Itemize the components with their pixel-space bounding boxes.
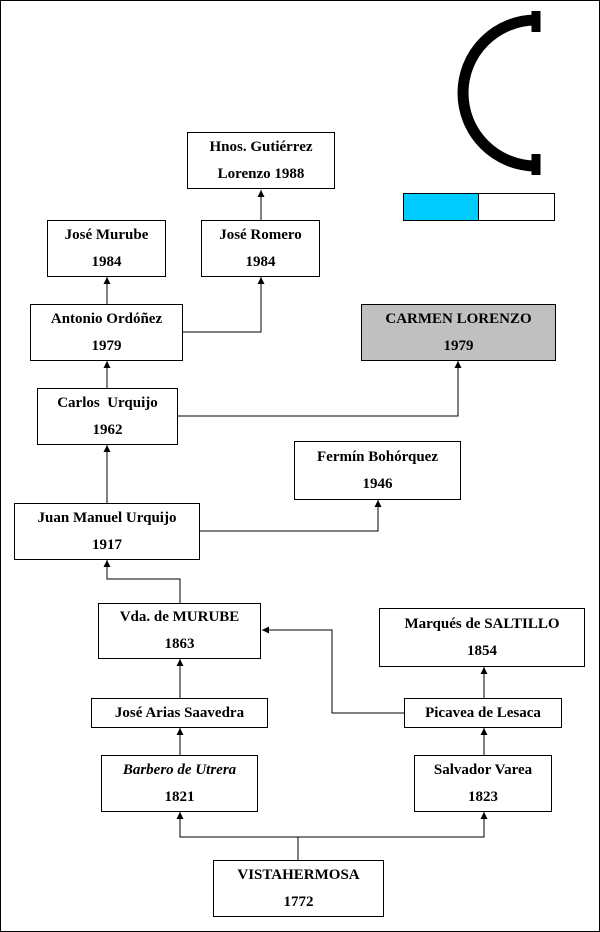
flag-stripe-blue (404, 194, 479, 220)
node-year: 1962 (92, 421, 123, 438)
node-jose-arias-saavedra: José Arias Saavedra (91, 698, 268, 728)
node-name: Carlos Urquijo (57, 394, 158, 411)
node-year: 1984 (91, 253, 122, 270)
node-salvador-varea: Salvador Varea 1823 (414, 755, 552, 812)
node-name: Fermín Bohórquez (317, 448, 438, 465)
edge-antonio-romero (182, 277, 265, 333)
node-barbero-utrera: Barbero de Utrera 1821 (101, 755, 258, 812)
brand-c-logo (457, 11, 541, 175)
node-name: Marqués de SALTILLO (404, 615, 560, 632)
brand-stripe-flag (403, 193, 555, 221)
node-juan-manuel-urquijo: Juan Manuel Urquijo 1917 (14, 503, 200, 560)
node-jose-romero: José Romero 1984 (201, 220, 320, 277)
node-vistahermosa: VISTAHERMOSA 1772 (213, 860, 384, 917)
node-name: Picavea de Lesaca (425, 704, 541, 721)
node-year: 1772 (283, 893, 314, 910)
node-name: José Arias Saavedra (114, 704, 245, 721)
edge-murube-juanmanuel (103, 560, 181, 603)
node-hnos-gutierrez: Hnos. Gutiérrez Lorenzo 1988 (187, 132, 335, 189)
node-name: Vda. de MURUBE (119, 609, 240, 625)
edge-picavea-murube (262, 626, 404, 714)
node-name: Hnos. Gutiérrez (209, 138, 313, 155)
edge-juanmanuel-fermin (199, 500, 382, 532)
node-carmen-lorenzo: CARMEN LORENZO 1979 (361, 304, 556, 361)
node-name: VISTAHERMOSA (237, 866, 360, 883)
edge-vistahermosa-barbero (176, 812, 299, 860)
node-year: 1863 (164, 636, 195, 652)
node-name: Barbero de Utrera (122, 761, 237, 778)
edge-carlos-carmen (177, 361, 462, 417)
node-year: 1946 (362, 475, 393, 492)
node-name: José Romero (219, 226, 302, 243)
node-name: Antonio Ordóñez (50, 310, 163, 327)
node-year: 1979 (91, 337, 122, 354)
node-year: 1979 (443, 337, 474, 354)
node-picavea-lesaca: Picavea de Lesaca (404, 698, 562, 728)
node-name: CARMEN LORENZO (385, 310, 532, 327)
node-carlos-urquijo: Carlos Urquijo 1962 (37, 388, 178, 445)
node-name: Salvador Varea (433, 761, 533, 778)
edge-vistahermosa-varea (298, 812, 488, 838)
flag-stripe-white (479, 194, 554, 220)
node-year: 1821 (164, 788, 195, 805)
node-marques-saltillo: Marqués de SALTILLO 1854 (379, 608, 585, 667)
node-year: 1917 (92, 536, 122, 553)
node-jose-murube: José Murube 1984 (47, 220, 166, 277)
node-name: Juan Manuel Urquijo (37, 509, 177, 526)
node-year: 1984 (245, 253, 276, 270)
node-vda-murube: Vda. de MURUBE 1863 (98, 603, 261, 659)
node-year: 1854 (467, 642, 497, 659)
node-year: Lorenzo 1988 (217, 165, 305, 182)
node-antonio-ordonez: Antonio Ordóñez 1979 (30, 304, 183, 361)
node-year: 1823 (468, 788, 498, 805)
node-fermin-bohorquez: Fermín Bohórquez 1946 (294, 441, 461, 500)
node-name: José Murube (64, 226, 149, 243)
